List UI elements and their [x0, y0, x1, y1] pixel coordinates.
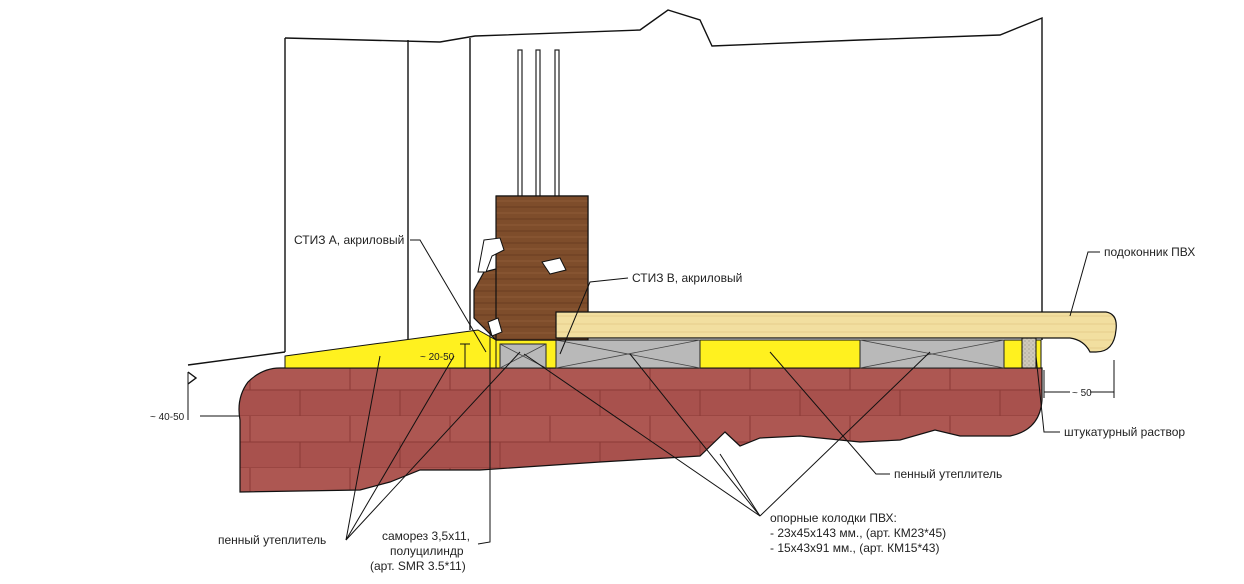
screw-line-2: полуцилиндр — [390, 544, 464, 558]
leader-lines — [345, 239, 1100, 545]
label-foam-right: пенный утеплитель — [894, 467, 1002, 481]
outer-offset-label: ~ 40-50 — [150, 412, 185, 423]
label-sill: подоконник ПВХ — [1104, 245, 1195, 259]
label-screw: саморез 3,5x11, полуцилиндр (арт. SMR 3.… — [370, 529, 470, 573]
dimension-outer-offset: ~ 40-50 — [150, 372, 240, 423]
screw-line-1: саморез 3,5x11, — [382, 529, 470, 543]
brick-wall — [238, 367, 1043, 493]
overhang-label: ~ 50 — [1072, 388, 1092, 399]
pvc-window-sill — [555, 311, 1117, 353]
label-support-blocks: опорные колодки ПВХ: - 23x45x143 мм., (а… — [770, 511, 946, 555]
plaster-mortar — [1021, 337, 1037, 369]
window-wall-outline — [187, 9, 1043, 385]
blocks-line-1: - 23x45x143 мм., (арт. КМ23*45) — [770, 526, 946, 540]
dimension-overhang: ~ 50 — [1043, 360, 1115, 399]
label-stiz-a: СТИЗ А, акриловый — [294, 233, 404, 247]
label-foam-left: пенный утеплитель — [218, 533, 326, 547]
glazing-unit — [517, 49, 561, 211]
support-blocks — [499, 339, 1005, 369]
label-plaster: штукатурный раствор — [1064, 425, 1185, 439]
label-stiz-b: СТИЗ В, акриловый — [632, 271, 742, 285]
support-block — [555, 339, 701, 369]
dimension-gap-height: ~ 20-50 — [420, 343, 470, 369]
foam-wedge-left — [284, 329, 497, 369]
screw-line-3: (арт. SMR 3.5*11) — [370, 559, 466, 573]
blocks-title: опорные колодки ПВХ: — [770, 511, 897, 525]
support-block — [859, 339, 1005, 369]
blocks-line-2: - 15x43x91 мм., (арт. КМ15*43) — [770, 541, 939, 555]
frame-gaskets — [477, 237, 567, 337]
gap-height-label: ~ 20-50 — [420, 352, 455, 363]
support-block — [499, 343, 547, 369]
